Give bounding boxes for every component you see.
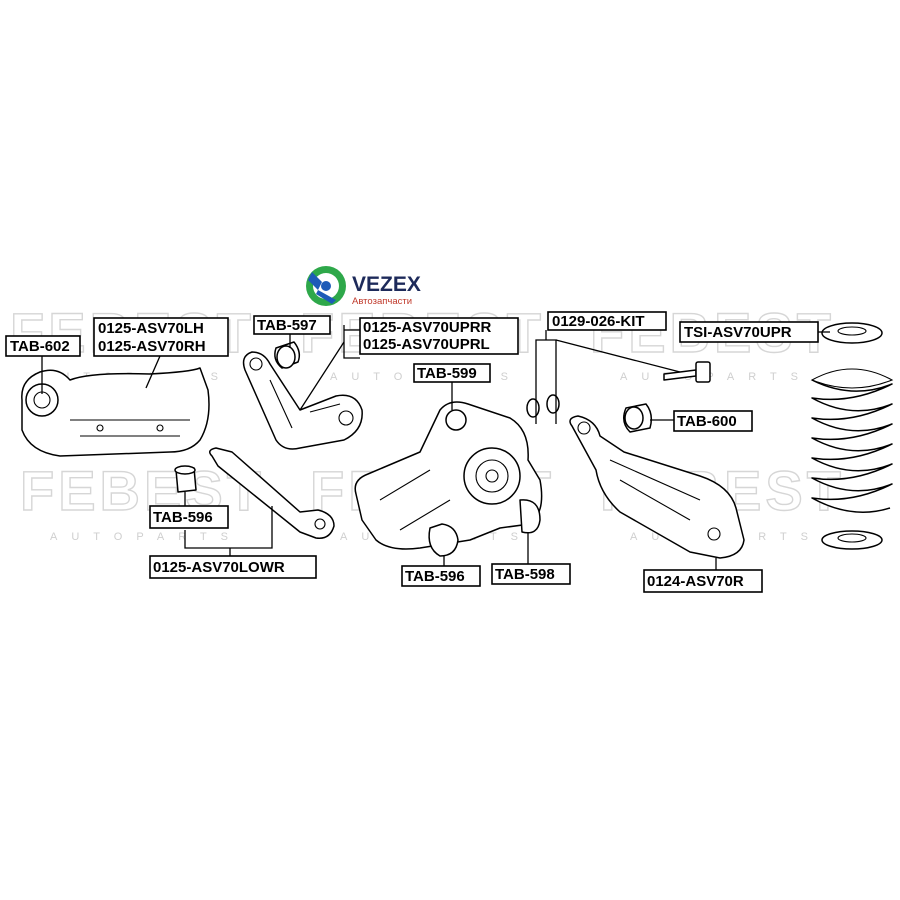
lower-control-arm-part <box>569 415 745 559</box>
label-arm-lh-rh: 0125-ASV70LH 0125-ASV70RH <box>93 317 229 357</box>
label-tab596-mid: TAB-596 <box>401 565 481 587</box>
label-tab598: TAB-598 <box>491 563 571 585</box>
gear-wrench-icon <box>306 266 346 306</box>
label-uprl-text: 0125-ASV70UPRL <box>363 336 490 353</box>
lower-link-part <box>209 447 335 539</box>
label-tab599-text: TAB-599 <box>417 365 477 382</box>
leader-lines <box>41 325 830 570</box>
label-tsi-text: TSI-ASV70UPR <box>684 324 792 341</box>
knuckle-hub-part <box>354 401 543 557</box>
watermark-sub-4: AUTOPARTS <box>50 531 242 543</box>
trailing-arm-part <box>21 367 210 457</box>
label-tab596-left-text: TAB-596 <box>153 509 213 526</box>
label-tab596-mid-text: TAB-596 <box>405 568 465 585</box>
bushing-tab597 <box>274 341 301 369</box>
label-arm-rh-text: 0125-ASV70RH <box>98 338 206 355</box>
label-kit-text: 0129-026-KIT <box>552 313 645 330</box>
label-lowr: 0125-ASV70LOWR <box>149 555 317 579</box>
watermark-sub-3: AUTOPARTS <box>620 371 812 383</box>
label-kit: 0129-026-KIT <box>547 311 667 331</box>
label-tab602: TAB-602 <box>5 335 81 357</box>
label-tsi: TSI-ASV70UPR <box>679 321 819 343</box>
label-arm-r-text: 0124-ASV70R <box>647 573 744 590</box>
brand-tagline: Автозапчасти <box>352 296 412 307</box>
label-tab599: TAB-599 <box>413 363 491 383</box>
brand-name: VEZEX <box>352 273 421 296</box>
label-tab602-text: TAB-602 <box>10 338 70 355</box>
label-tab598-text: TAB-598 <box>495 566 555 583</box>
label-lowr-text: 0125-ASV70LOWR <box>153 559 285 576</box>
vezex-logo: VEZEX Автозапчасти <box>306 266 421 307</box>
label-upr: 0125-ASV70UPRR 0125-ASV70UPRL <box>359 317 519 355</box>
bushing-tab596-left <box>174 465 197 493</box>
label-tab600: TAB-600 <box>673 410 753 432</box>
label-arm-lh-text: 0125-ASV70LH <box>98 320 204 337</box>
upper-arm-part <box>242 351 363 450</box>
label-arm-r: 0124-ASV70R <box>643 569 763 593</box>
coil-spring-part <box>810 322 894 550</box>
label-tab597: TAB-597 <box>253 315 331 335</box>
label-tab597-text: TAB-597 <box>257 317 317 334</box>
label-uprr-text: 0125-ASV70UPRR <box>363 319 492 336</box>
label-tab596-left: TAB-596 <box>149 505 229 529</box>
label-tab600-text: TAB-600 <box>677 413 737 430</box>
bushing-tab600 <box>623 403 653 433</box>
